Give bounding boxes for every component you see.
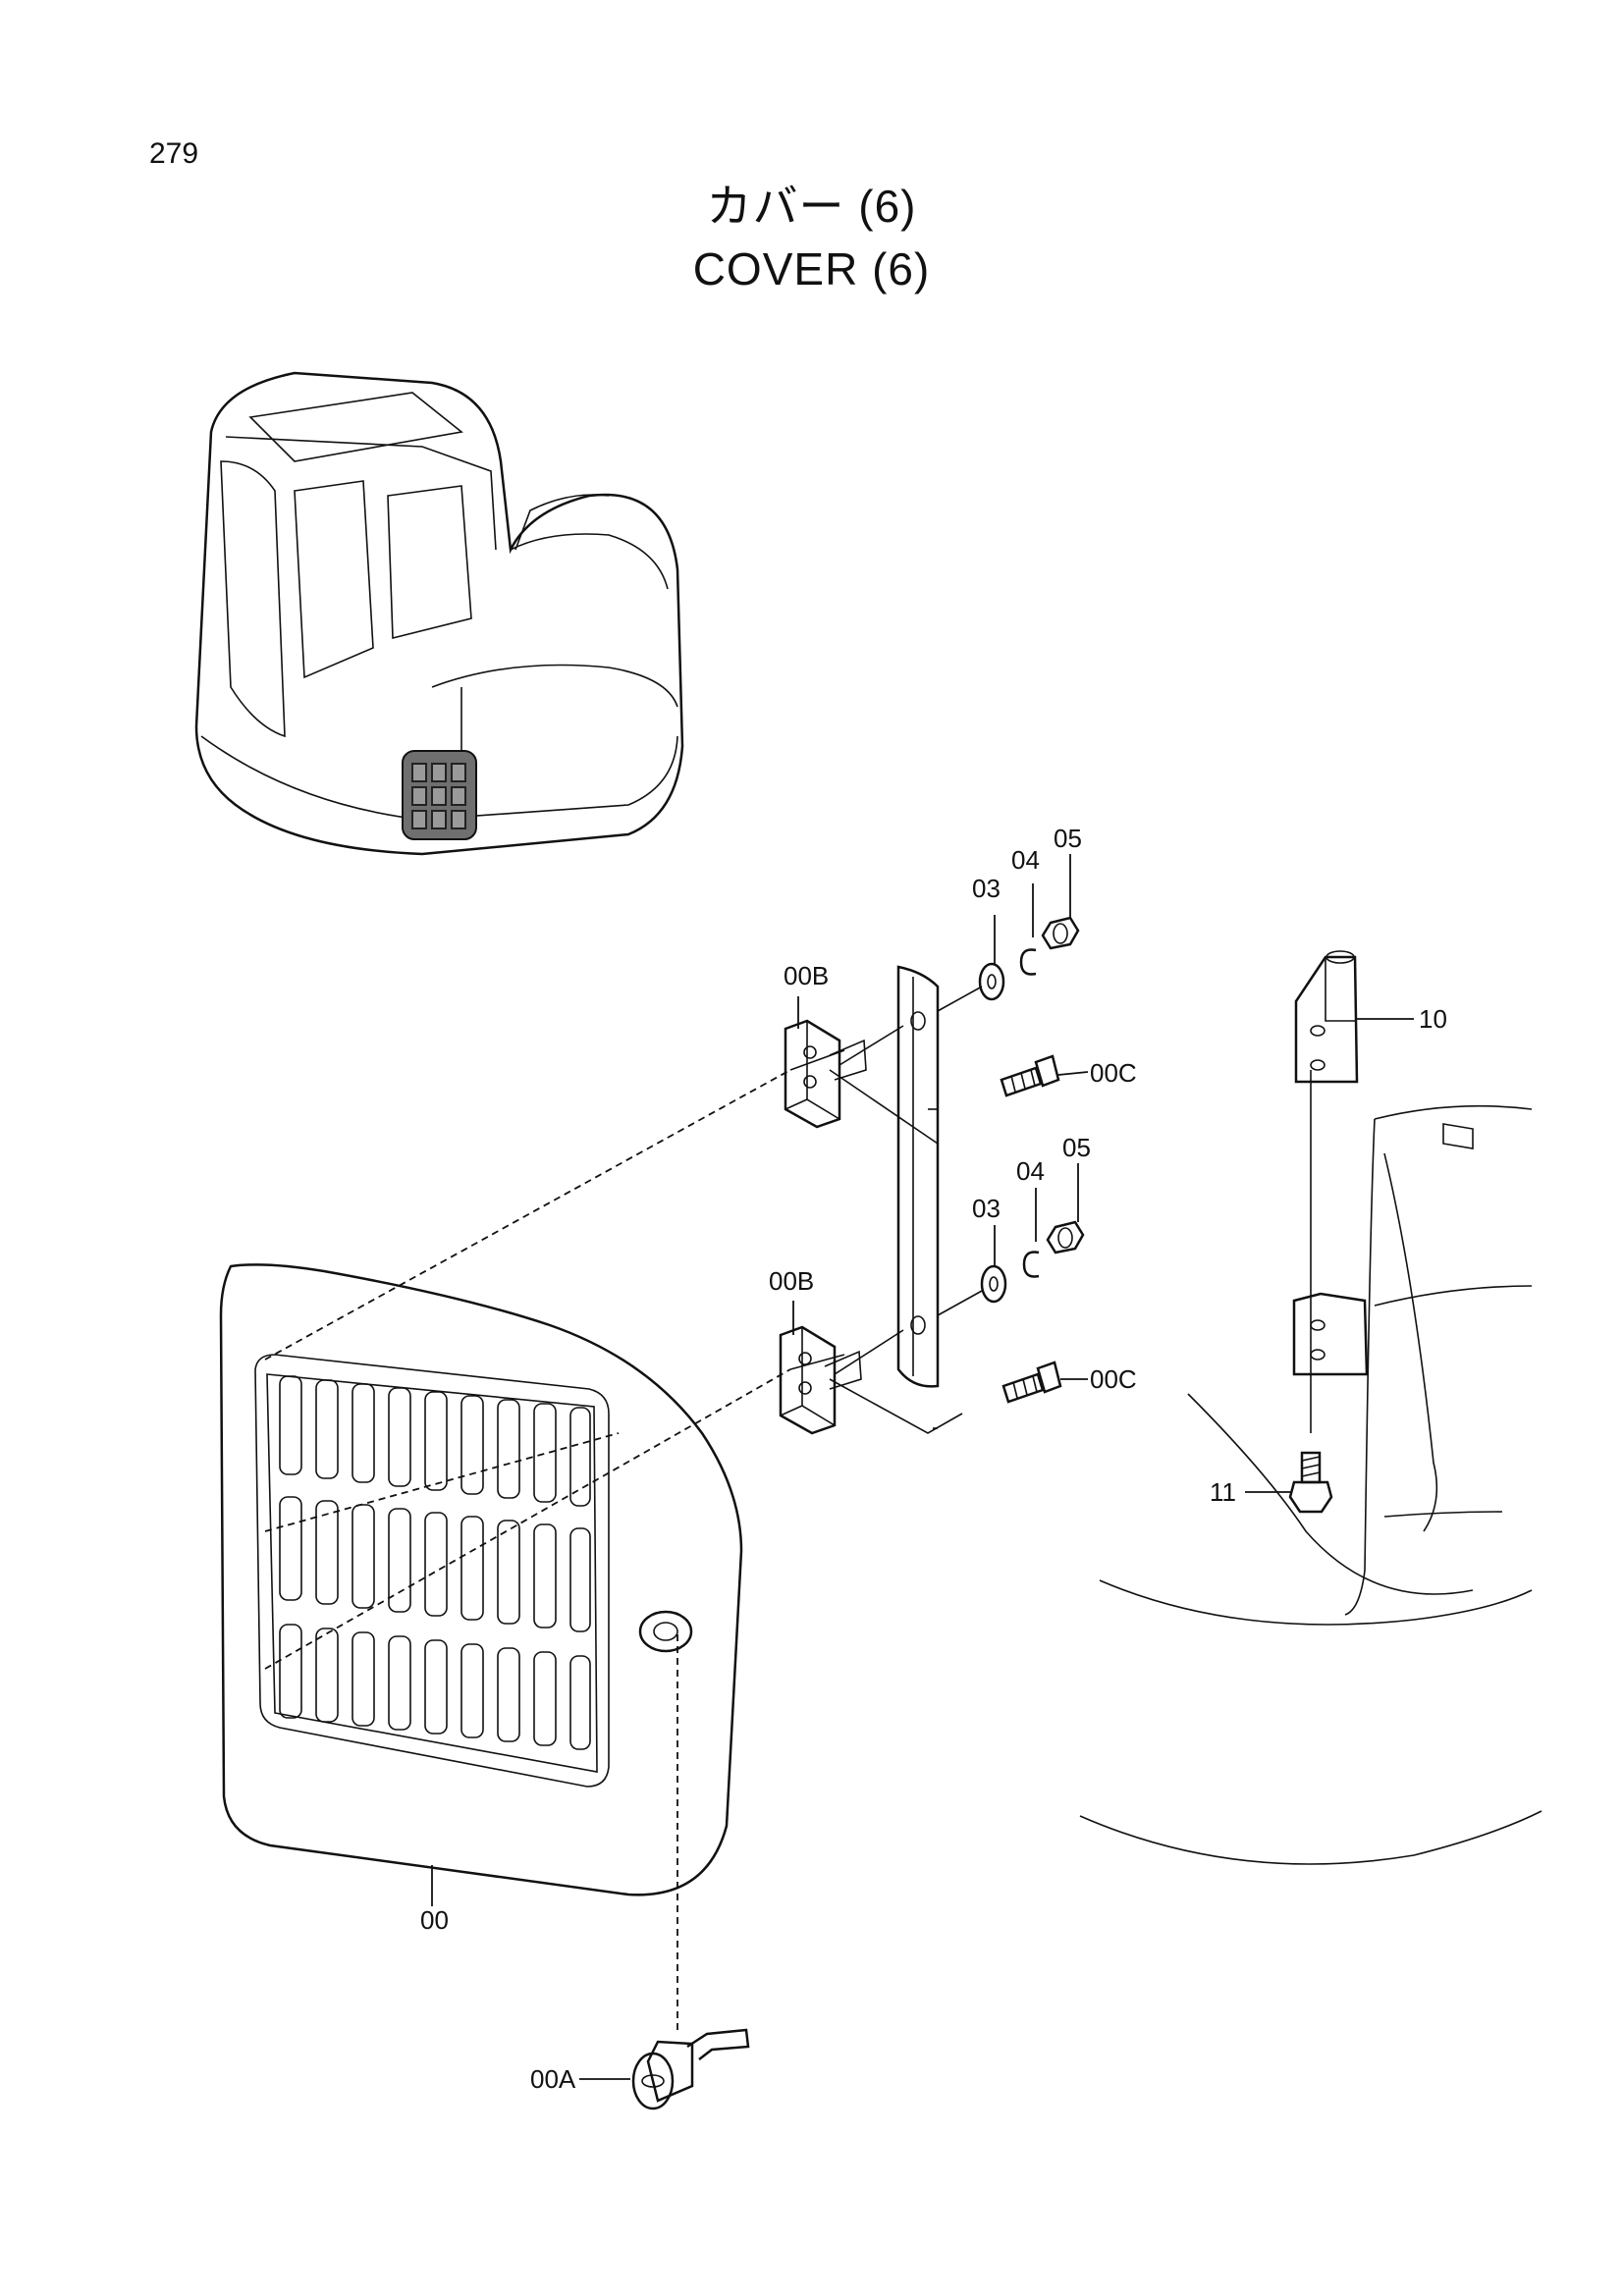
assembly-lines [264,1049,1312,2032]
machine-overview [194,371,684,856]
bracket-bolt [1288,1451,1333,1514]
callout-nut-lower: 05 [1062,1133,1091,1162]
callout-nut-upper: 05 [1054,824,1082,853]
page-title: カバー (6) COVER (6) [0,175,1623,300]
fasteners-upper [937,916,1080,1012]
page-number: 279 [149,137,199,170]
machine-body-outline [1079,1104,1542,1865]
spring-washer-lower [1022,1251,1040,1278]
callout-bolt-lower: 00C [1090,1364,1137,1394]
cover-grille [279,1375,591,1750]
callout-bracket: 10 [1419,1004,1447,1034]
bracket [1292,950,1369,1376]
callout-labels: 00 00A 00B 00B 00C 00C 03 03 04 04 05 05… [420,824,1447,2094]
hinge-upper [784,1019,939,1145]
callout-hinge-lower: 00B [769,1266,814,1296]
callout-bracket-bolt: 11 [1210,1477,1236,1507]
leader-lines [431,854,1414,2080]
lock-hole [638,1610,693,1653]
bolt-upper [1000,1054,1060,1097]
bolt-lower [1001,1361,1062,1404]
callout-spring-washer-lower: 04 [1016,1156,1045,1186]
callout-spring-washer-upper: 04 [1011,845,1040,875]
fasteners-lower [937,1220,1085,1316]
lock [631,2028,750,2110]
callout-washer-lower: 03 [972,1194,1001,1223]
callout-hinge-upper: 00B [784,961,829,990]
cover-panel [219,1263,743,1896]
callout-lock: 00A [530,2064,576,2094]
washer-upper [978,962,1005,1001]
title-english: COVER (6) [692,243,931,294]
callout-bolt-upper: 00C [1090,1058,1137,1088]
washer-lower [980,1264,1007,1304]
frame-rail [896,965,940,1429]
hinge-lower [779,1325,963,1435]
callout-washer-upper: 03 [972,874,1001,903]
spring-washer-upper [1019,948,1037,976]
callout-cover: 00 [420,1905,449,1935]
title-japanese: カバー (6) [706,181,917,232]
